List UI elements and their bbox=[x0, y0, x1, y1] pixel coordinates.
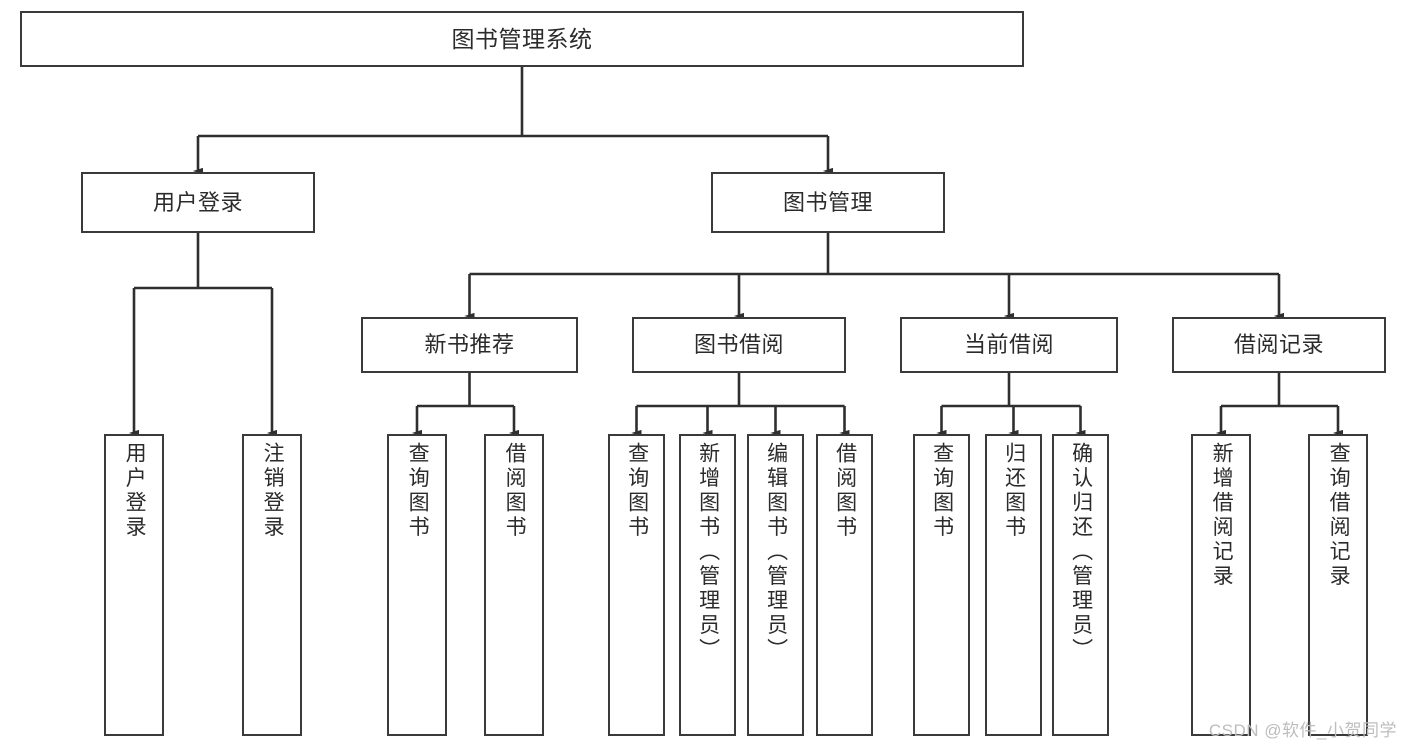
node-new_book_rec[interactable]: 新书推荐 bbox=[361, 317, 578, 373]
node-leaf_bb_add[interactable]: 新增图书（管理员） bbox=[679, 434, 736, 736]
node-label: 确认归还（管理员） bbox=[1069, 442, 1093, 663]
node-leaf_login[interactable]: 用户登录 bbox=[104, 434, 164, 736]
node-leaf_cb_conf[interactable]: 确认归还（管理员） bbox=[1052, 434, 1109, 736]
node-label: 编辑图书（管理员） bbox=[764, 442, 788, 663]
node-leaf_bb_edit[interactable]: 编辑图书（管理员） bbox=[747, 434, 804, 736]
node-leaf_br_q[interactable]: 查询借阅记录 bbox=[1308, 434, 1368, 736]
node-book_borrow[interactable]: 图书借阅 bbox=[632, 317, 846, 373]
node-leaf_bb_bor[interactable]: 借阅图书 bbox=[816, 434, 873, 736]
node-label: 当前借阅 bbox=[963, 332, 1054, 358]
node-label: 查询图书 bbox=[625, 442, 649, 540]
node-cur_borrow[interactable]: 当前借阅 bbox=[900, 317, 1118, 373]
node-label: 查询图书 bbox=[406, 442, 430, 540]
node-root[interactable]: 图书管理系统 bbox=[20, 11, 1024, 67]
node-book_manage[interactable]: 图书管理 bbox=[711, 172, 945, 233]
watermark-text: CSDN @软件_小贺同学 bbox=[1208, 721, 1397, 740]
node-label: 新书推荐 bbox=[424, 332, 515, 358]
node-label: 用户登录 bbox=[152, 189, 243, 215]
node-leaf_br_add[interactable]: 新增借阅记录 bbox=[1191, 434, 1251, 736]
node-label: 注销登录 bbox=[261, 442, 285, 540]
node-label: 查询借阅记录 bbox=[1327, 442, 1351, 589]
node-leaf_rec_b[interactable]: 借阅图书 bbox=[484, 434, 544, 736]
node-leaf_rec_q[interactable]: 查询图书 bbox=[387, 434, 447, 736]
node-label: 用户登录 bbox=[123, 442, 147, 540]
node-leaf_cb_ret[interactable]: 归还图书 bbox=[985, 434, 1042, 736]
node-user_login[interactable]: 用户登录 bbox=[81, 172, 315, 233]
node-label: 借阅图书 bbox=[833, 442, 857, 540]
node-label: 归还图书 bbox=[1002, 442, 1026, 540]
edge-group bbox=[128, 67, 1344, 437]
node-label: 新增图书（管理员） bbox=[696, 442, 720, 663]
node-label: 图书管理 bbox=[782, 189, 873, 215]
node-label: 借阅记录 bbox=[1233, 332, 1324, 358]
node-label: 图书借阅 bbox=[693, 332, 784, 358]
node-leaf_cb_q[interactable]: 查询图书 bbox=[913, 434, 970, 736]
node-leaf_logout[interactable]: 注销登录 bbox=[242, 434, 302, 736]
node-label: 借阅图书 bbox=[503, 442, 527, 540]
node-label: 图书管理系统 bbox=[451, 25, 593, 52]
node-leaf_bb_q[interactable]: 查询图书 bbox=[608, 434, 665, 736]
node-borrow_record[interactable]: 借阅记录 bbox=[1172, 317, 1386, 373]
node-label: 新增借阅记录 bbox=[1210, 442, 1234, 589]
node-label: 查询图书 bbox=[930, 442, 954, 540]
